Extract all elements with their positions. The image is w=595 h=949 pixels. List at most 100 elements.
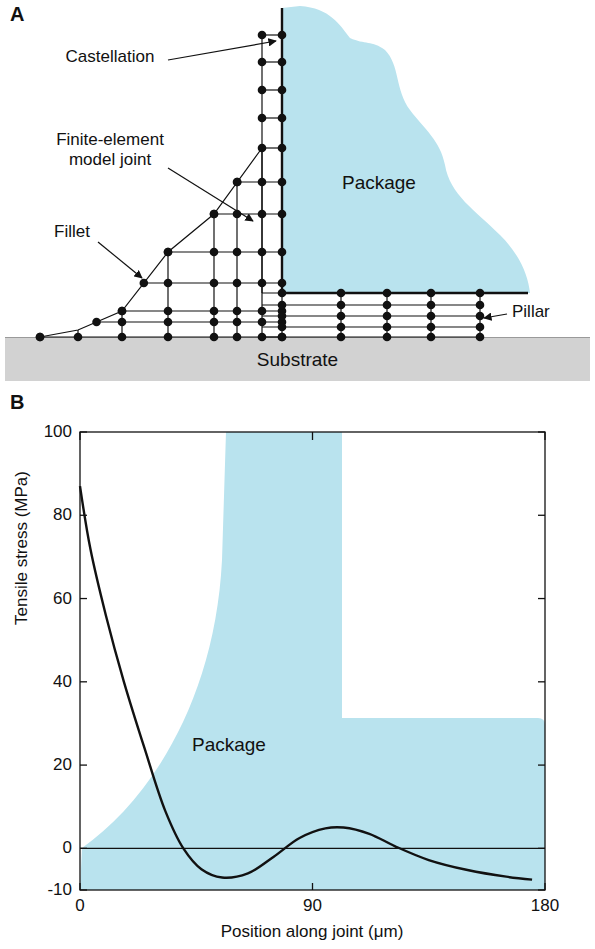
mesh-line	[213, 214, 214, 337]
mesh-node	[36, 333, 45, 342]
mesh-node	[337, 301, 346, 310]
tick-label: 80	[53, 505, 72, 525]
axes-frame	[80, 432, 545, 890]
mesh-node	[258, 333, 267, 342]
tick-mark	[80, 889, 87, 890]
mesh-node	[278, 301, 287, 310]
mesh-node	[140, 279, 149, 288]
mesh-node	[337, 289, 346, 298]
tick-mark	[312, 883, 313, 890]
mesh-node	[233, 178, 242, 187]
mesh-node	[258, 114, 267, 123]
mesh-node	[427, 301, 436, 310]
mesh-node	[258, 178, 267, 187]
mesh-node	[383, 333, 392, 342]
tick-label: 0	[63, 839, 72, 859]
mesh-node	[278, 279, 287, 288]
mesh-node	[164, 333, 173, 342]
tick-mark	[79, 883, 80, 890]
mesh-node	[258, 210, 267, 219]
zero-line	[80, 848, 545, 849]
mesh-node	[383, 301, 392, 310]
mesh-node	[92, 318, 101, 327]
mesh-line	[144, 282, 282, 283]
mesh-node	[476, 323, 485, 332]
panel-letter: B	[10, 391, 24, 414]
mesh-node	[210, 279, 219, 288]
mesh-line	[386, 293, 387, 337]
tick-label: 180	[531, 896, 559, 916]
mesh-node	[258, 307, 267, 316]
axis-title: Tensile stress (MPa)	[12, 471, 32, 625]
mesh-line	[479, 293, 480, 337]
mesh-node	[210, 318, 219, 327]
mesh-node	[337, 312, 346, 321]
mesh-node	[36, 333, 45, 342]
mesh-node	[74, 333, 83, 342]
castellation-edge	[281, 8, 283, 293]
mesh-node	[476, 301, 485, 310]
tick-label: 60	[53, 589, 72, 609]
mesh-node	[278, 312, 287, 321]
mesh-node	[233, 318, 242, 327]
mesh-node	[258, 144, 267, 153]
tick-mark	[544, 432, 545, 440]
tick-mark	[80, 848, 87, 849]
part-label: Finite-element model joint	[46, 130, 174, 169]
mesh-node	[233, 279, 242, 288]
mesh-node	[278, 86, 287, 95]
tick-mark	[538, 889, 545, 890]
mesh-node	[258, 58, 267, 67]
mesh-node	[337, 323, 346, 332]
mesh-node	[383, 289, 392, 298]
mesh-node	[233, 210, 242, 219]
axis-title: Position along joint (μm)	[221, 922, 404, 942]
shape-fill	[80, 432, 545, 890]
mesh-node	[383, 323, 392, 332]
mesh-line	[121, 311, 122, 337]
mesh-node	[210, 210, 219, 219]
shape-outline	[80, 432, 545, 890]
mesh-node	[278, 307, 287, 316]
mesh-node	[258, 86, 267, 95]
leader-arrow	[484, 314, 507, 318]
mesh-node	[278, 318, 287, 327]
mesh-node	[278, 289, 287, 298]
tick-mark	[538, 681, 545, 682]
mesh-line	[281, 293, 282, 337]
mesh-node	[383, 312, 392, 321]
mesh-node	[233, 178, 242, 187]
tick-label: 40	[53, 672, 72, 692]
mesh-node	[476, 312, 485, 321]
tick-mark	[312, 432, 313, 440]
mesh-line	[261, 148, 262, 337]
mesh-line	[262, 61, 282, 62]
tick-mark	[80, 598, 87, 599]
mesh-node	[476, 333, 485, 342]
mesh-node	[164, 248, 173, 257]
fillet-outline	[40, 148, 262, 337]
mesh-node	[427, 333, 436, 342]
mesh-node	[118, 333, 127, 342]
mesh-node	[278, 333, 287, 342]
tick-label: -10	[47, 880, 72, 900]
mesh-line	[261, 35, 262, 293]
tick-mark	[538, 764, 545, 765]
mesh-node	[210, 333, 219, 342]
mesh-line	[262, 315, 480, 316]
mesh-line	[262, 326, 480, 327]
tick-mark	[80, 515, 87, 516]
mesh-line	[97, 321, 282, 322]
shape-fill	[282, 6, 530, 293]
mesh-node	[278, 144, 287, 153]
mesh-node	[278, 58, 287, 67]
mesh-node	[278, 31, 287, 40]
mesh-line	[40, 336, 282, 337]
mesh-node	[233, 248, 242, 257]
mesh-line	[236, 182, 237, 337]
mesh-node	[164, 307, 173, 316]
mesh-line	[214, 213, 282, 214]
tick-label: 20	[53, 755, 72, 775]
mesh-node	[427, 323, 436, 332]
